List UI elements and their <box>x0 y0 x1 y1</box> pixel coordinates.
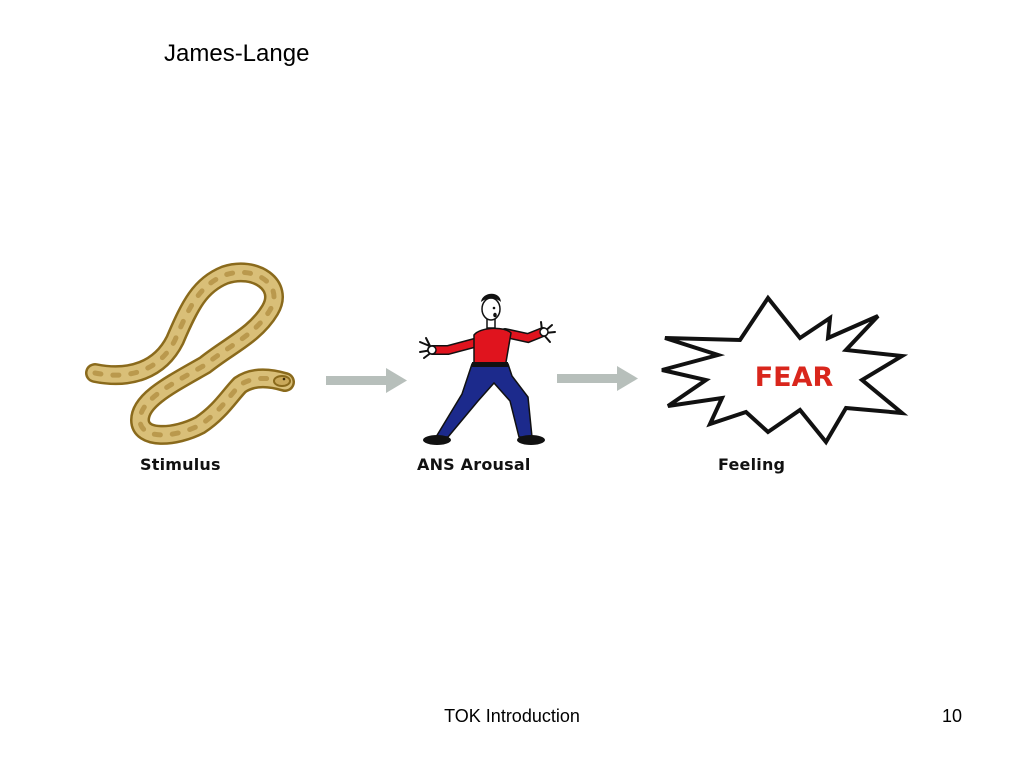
stage-label-stimulus: Stimulus <box>140 455 221 474</box>
frightened-person-icon <box>419 293 556 445</box>
slide-title: James-Lange <box>164 40 310 67</box>
fear-text: FEAR <box>755 362 834 393</box>
stage-label-feeling: Feeling <box>718 455 786 474</box>
stage-label-ans-arousal: ANS Arousal <box>417 455 531 474</box>
arrow-icon <box>557 366 638 391</box>
snake-icon <box>85 262 295 445</box>
page-number: 10 <box>941 706 962 726</box>
arrow-icon <box>326 368 407 393</box>
slide-footer: TOK Introduction <box>444 706 580 726</box>
fear-burst-icon: FEAR <box>661 294 909 446</box>
